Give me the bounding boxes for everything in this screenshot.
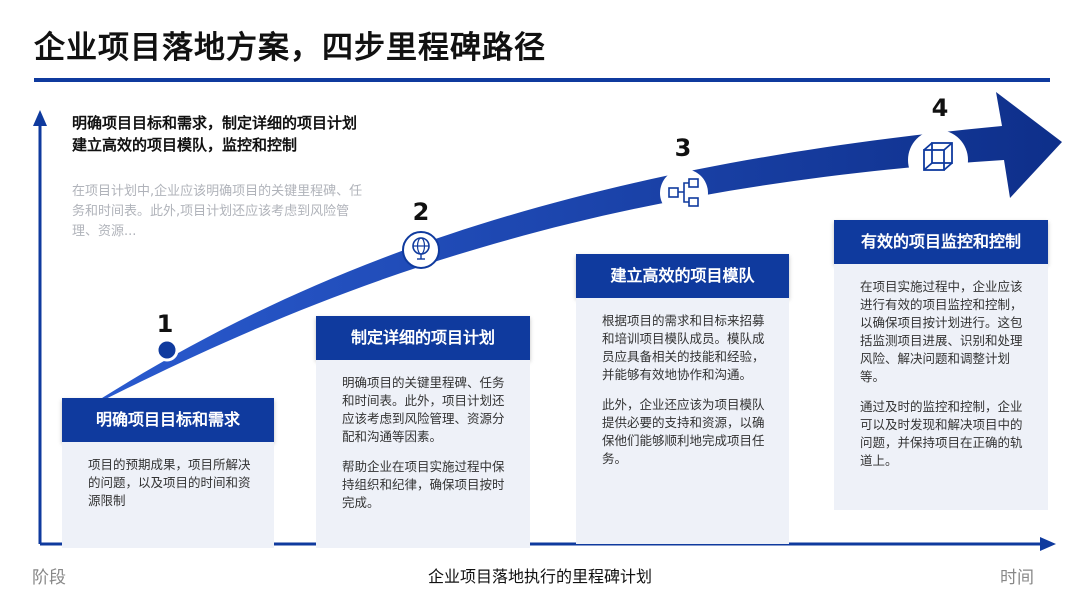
step-body-4: 在项目实施过程中，企业应该进行有效的项目监控和控制，以确保项目按计划进行。这包括…	[834, 264, 1048, 510]
step-text-2b: 帮助企业在项目实施过程中保持组织和纪律，确保项目按时完成。	[342, 459, 505, 510]
step-card-4: 有效的项目监控和控制 在项目实施过程中，企业应该进行有效的项目监控和控制，以确保…	[834, 220, 1048, 510]
globe-icon	[402, 231, 440, 269]
growth-arrow	[80, 92, 1062, 412]
x-axis-label: 时间	[1000, 568, 1034, 588]
intro-line-1: 明确项目目标和需求，制定详细的项目计划	[72, 114, 358, 132]
step-body-2: 明确项目的关键里程碑、任务和时间表。此外，项目计划还应该考虑到风险管理、资源分配…	[316, 360, 530, 548]
step-body-3: 根据项目的需求和目标来招募和培训项目模队成员。模队成员应具备相关的技能和经验，并…	[576, 298, 789, 544]
step-card-2: 制定详细的项目计划 明确项目的关键里程碑、任务和时间表。此外，项目计划还应该考虑…	[316, 316, 530, 548]
intro-block: 明确项目目标和需求，制定详细的项目计划 建立高效的项目模队，监控和控制 在项目计…	[72, 112, 422, 242]
step-title-4: 有效的项目监控和控制	[834, 220, 1048, 264]
step-card-3: 建立高效的项目模队 根据项目的需求和目标来招募和培训项目模队成员。模队成员应具备…	[576, 254, 789, 544]
page-title: 企业项目落地方案，四步里程碑路径	[34, 30, 546, 66]
step-text-3b: 此外，企业还应该为项目模队提供必要的支持和资源，以确保他们能够顺利地完成项目任务…	[602, 397, 765, 466]
intro-description: 在项目计划中,企业应该明确项目的关键里程碑、任务和时间表。此外,项目计划还应该考…	[72, 184, 363, 239]
diagram-caption: 企业项目落地执行的里程碑计划	[427, 567, 652, 586]
step-card-1: 明确项目目标和需求 项目的预期成果，项目所解决的问题，以及项目的时间和资源限制	[62, 398, 274, 548]
milestone-number-1: 1	[156, 310, 174, 338]
title-divider	[34, 78, 1050, 82]
y-axis-label: 阶段	[32, 568, 66, 588]
intro-line-2: 建立高效的项目模队，监控和控制	[72, 136, 298, 154]
y-axis-arrowhead	[33, 110, 47, 126]
step-text-4a: 在项目实施过程中，企业应该进行有效的项目监控和控制，以确保项目按计划进行。这包括…	[860, 279, 1023, 384]
step-text-1a: 项目的预期成果，项目所解决的问题，以及项目的时间和资源限制	[88, 457, 251, 508]
x-axis-arrowhead	[1040, 537, 1056, 551]
step-title-1: 明确项目目标和需求	[62, 398, 274, 442]
step-text-3a: 根据项目的需求和目标来招募和培训项目模队成员。模队成员应具备相关的技能和经验，并…	[602, 313, 765, 382]
step-text-4b: 通过及时的监控和控制，企业可以及时发现和解决项目中的问题，并保持项目在正确的轨道…	[860, 399, 1023, 468]
cube-icon	[908, 130, 968, 190]
step-title-2: 制定详细的项目计划	[316, 316, 530, 360]
milestone-1-dot	[155, 338, 179, 362]
milestone-number-3: 3	[674, 134, 692, 162]
step-body-1: 项目的预期成果，项目所解决的问题，以及项目的时间和资源限制	[62, 442, 274, 548]
step-text-2a: 明确项目的关键里程碑、任务和时间表。此外，项目计划还应该考虑到风险管理、资源分配…	[342, 375, 505, 444]
hierarchy-icon	[660, 169, 708, 217]
milestone-number-2: 2	[412, 198, 430, 226]
step-title-3: 建立高效的项目模队	[576, 254, 789, 298]
milestone-number-4: 4	[931, 94, 949, 122]
